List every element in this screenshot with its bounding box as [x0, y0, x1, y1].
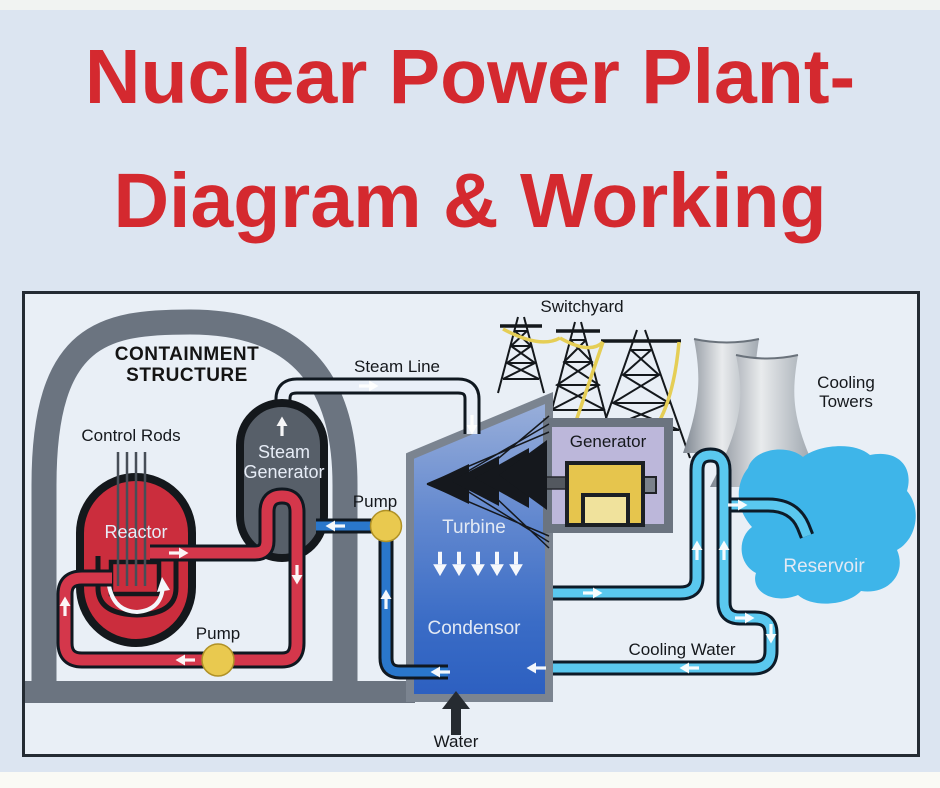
primary-pump-icon — [201, 643, 235, 677]
steam-generator-label-line1: Steam — [258, 442, 310, 462]
containment-structure-wall — [31, 309, 358, 681]
switchyard-label: Switchyard — [540, 297, 623, 316]
generator-label: Generator — [570, 432, 647, 451]
cooling-towers-label-line2: Towers — [819, 392, 873, 411]
reservoir-water — [738, 446, 916, 604]
turbine-label: Turbine — [442, 517, 506, 538]
containment-label-line2: STRUCTURE — [126, 365, 248, 386]
feedwater-pump-label: Pump — [353, 492, 397, 511]
water-inlet-arrow-icon — [442, 691, 470, 735]
generator-machine-inner — [581, 493, 630, 527]
turbine-condenser-box — [406, 391, 553, 702]
page-title-line1: Nuclear Power Plant- — [84, 34, 856, 120]
feedwater-pump-icon — [369, 509, 403, 543]
primary-pump-label: Pump — [196, 624, 240, 643]
turbine-blades-icon — [426, 415, 550, 549]
containment-label-line1: CONTAINMENT — [115, 344, 259, 365]
cooling-water-label: Cooling Water — [628, 640, 735, 659]
top-strip — [0, 0, 940, 10]
water-label: Water — [434, 732, 479, 751]
tower-to-reservoir-pipe — [724, 500, 812, 538]
steam-generator-label-line2: Generator — [243, 462, 324, 482]
cooling-towers-label-line1: Cooling — [817, 373, 875, 392]
reactor-core-liner — [95, 556, 179, 618]
transmission-tower-icon — [497, 316, 545, 394]
containment-floor — [25, 681, 415, 703]
control-rods-icon — [116, 452, 147, 586]
primary-loop-pipe — [59, 490, 303, 666]
steam-line-label: Steam Line — [354, 357, 440, 376]
reservoir-label: Reservoir — [783, 556, 865, 577]
reactor-circulation-arrow — [106, 576, 165, 615]
reactor-circulation-arrowhead — [157, 577, 170, 592]
condensor-label: Condensor — [428, 618, 522, 639]
page-title-line2: Diagram & Working — [113, 158, 827, 244]
reactor-label: Reactor — [104, 522, 167, 542]
bottom-strip — [0, 772, 940, 788]
control-rods-label: Control Rods — [81, 426, 180, 445]
